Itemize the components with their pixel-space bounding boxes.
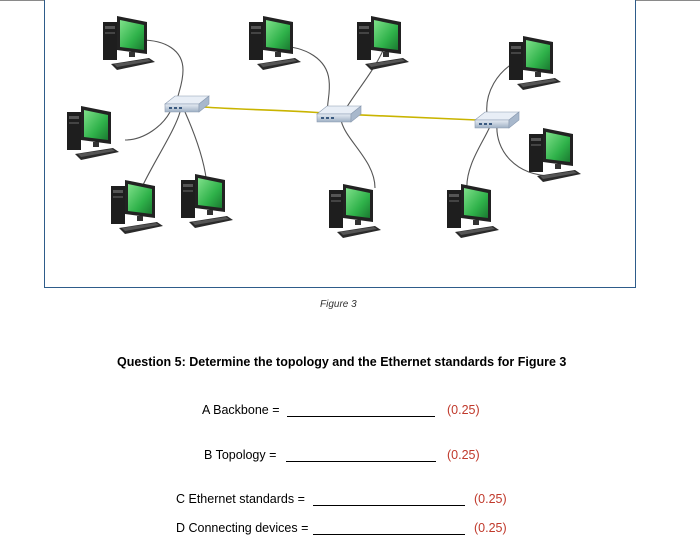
network-switch-icon bbox=[474, 111, 520, 129]
question-text: Question 5: Determine the topology and t… bbox=[117, 355, 567, 369]
computer-icon bbox=[509, 36, 561, 90]
answer-row-b: B Topology = bbox=[204, 448, 276, 462]
computer-icon bbox=[357, 16, 409, 70]
network-switch-icon bbox=[164, 95, 210, 113]
answer-row-d: D Connecting devices = bbox=[176, 521, 308, 535]
figure-3-network-diagram bbox=[44, 0, 636, 288]
network-diagram-svg bbox=[67, 16, 581, 238]
score-badge-b: (0.25) bbox=[447, 448, 480, 462]
answer-blank-b bbox=[286, 461, 436, 462]
answer-label: C Ethernet standards = bbox=[176, 492, 305, 506]
figure-caption: Figure 3 bbox=[320, 299, 357, 310]
computer-icon bbox=[111, 180, 163, 234]
computer-icon bbox=[67, 106, 119, 160]
computer-icon bbox=[447, 184, 499, 238]
score-badge-c: (0.25) bbox=[474, 492, 507, 506]
network-switch-icon bbox=[316, 105, 362, 123]
answer-blank-d bbox=[313, 534, 465, 535]
computer-icon bbox=[103, 16, 155, 70]
score-badge-d: (0.25) bbox=[474, 521, 507, 535]
answer-blank-c bbox=[313, 505, 465, 506]
computer-icon bbox=[181, 174, 233, 228]
answer-blank-a bbox=[287, 416, 435, 417]
computer-icon bbox=[249, 16, 301, 70]
computer-icon bbox=[329, 184, 381, 238]
answer-row-a: A Backbone = bbox=[202, 403, 280, 417]
answer-label: A Backbone = bbox=[202, 403, 280, 417]
answer-label: B Topology = bbox=[204, 448, 277, 462]
score-badge-a: (0.25) bbox=[447, 403, 480, 417]
answer-label: D Connecting devices = bbox=[176, 521, 309, 535]
answer-row-c: C Ethernet standards = bbox=[176, 492, 305, 506]
